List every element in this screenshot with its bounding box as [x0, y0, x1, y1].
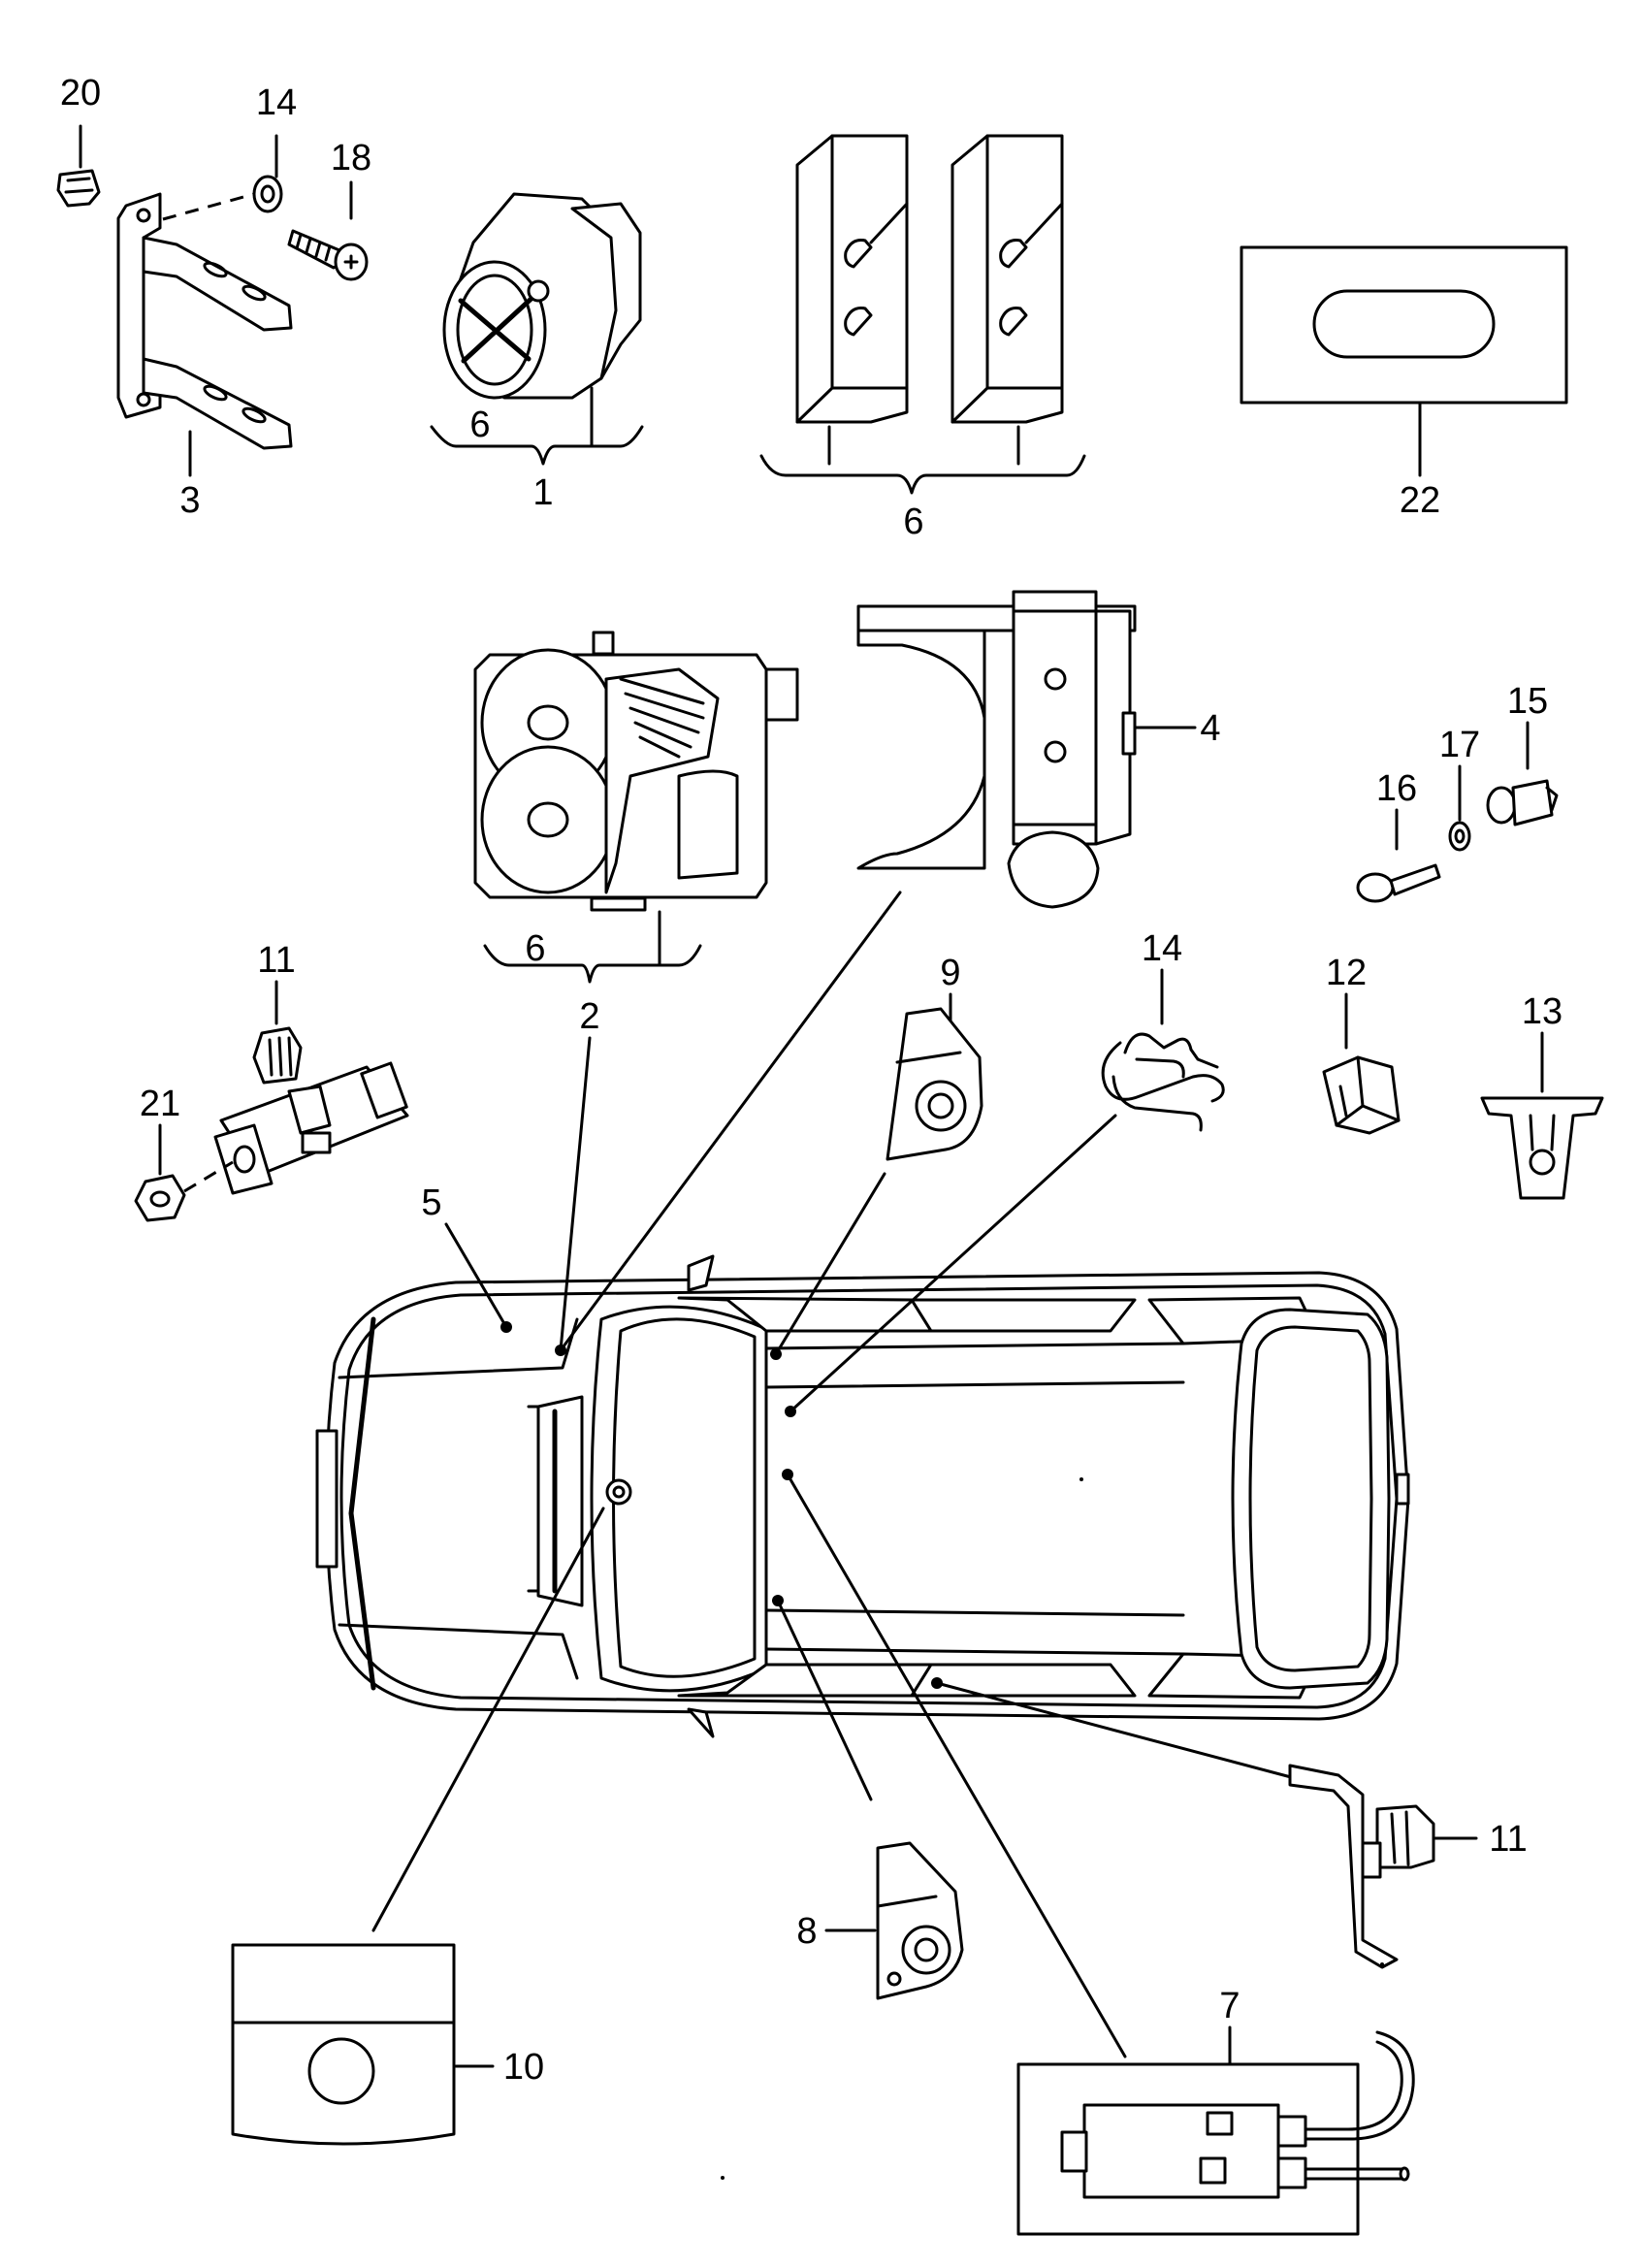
- callout-6-lower: 6: [525, 928, 545, 969]
- part-12-clip: [1322, 992, 1401, 1135]
- part-18-screw: [287, 180, 369, 281]
- callout-labels: 20 14 18 3 6 1 6 22 4 15 17 16 6 2 11 9 …: [60, 73, 1562, 2088]
- part-21-nut: [134, 1123, 234, 1222]
- callout-10: 10: [503, 2047, 544, 2088]
- callout-17: 17: [1439, 725, 1480, 765]
- callout-2: 2: [579, 996, 599, 1037]
- callout-6-left: 6: [469, 405, 490, 445]
- callout-22: 22: [1400, 480, 1440, 521]
- part-3-bracket: [116, 192, 293, 477]
- part-6-horn-brackets: [759, 134, 1086, 495]
- callout-4: 4: [1200, 708, 1220, 749]
- part-16-screw: [1356, 808, 1441, 903]
- callout-5: 5: [421, 1183, 441, 1223]
- part-11-sensor-left: [213, 980, 409, 1195]
- part-14-spring-clip: [1101, 968, 1225, 1132]
- callout-14-top: 14: [256, 82, 297, 123]
- part-22-pad: [1240, 245, 1568, 477]
- part-9-mount-cap: [886, 992, 983, 1161]
- callout-11-right: 11: [1489, 1819, 1527, 1860]
- part-17-washer: [1448, 764, 1471, 852]
- callout-14-right: 14: [1142, 928, 1182, 969]
- callout-6-middle: 6: [903, 502, 923, 542]
- callout-13: 13: [1522, 991, 1562, 1032]
- leader-lines: [371, 891, 1340, 2058]
- part-1-horn-unit: [430, 192, 644, 466]
- callout-1: 1: [532, 472, 553, 513]
- callout-3: 3: [179, 480, 200, 521]
- part-10-pad: [231, 1943, 495, 2146]
- part-8-mount-cap: [824, 1841, 964, 2000]
- callout-7: 7: [1219, 1986, 1240, 2026]
- part-11-sensor-bracket: [1288, 1764, 1478, 1969]
- part-4-mount-bracket: [856, 590, 1197, 909]
- callout-8: 8: [796, 1911, 817, 1952]
- part-14-washer: [252, 134, 283, 213]
- callout-21: 21: [140, 1084, 180, 1124]
- callout-9: 9: [940, 953, 960, 993]
- part-15-clip: [1486, 721, 1559, 826]
- part-7-switch: [1016, 2025, 1415, 2236]
- part-20-clip-nut: [56, 124, 101, 208]
- callout-11-left: 11: [257, 940, 295, 981]
- callout-12: 12: [1326, 953, 1367, 993]
- callout-16: 16: [1376, 768, 1417, 809]
- vehicle-top-view: [315, 1254, 1410, 1738]
- part-2-dual-horn: [473, 631, 799, 984]
- part-13-push-clip: [1480, 1031, 1604, 1200]
- callout-15: 15: [1507, 681, 1548, 722]
- callout-20: 20: [60, 73, 101, 113]
- callout-18: 18: [331, 138, 371, 178]
